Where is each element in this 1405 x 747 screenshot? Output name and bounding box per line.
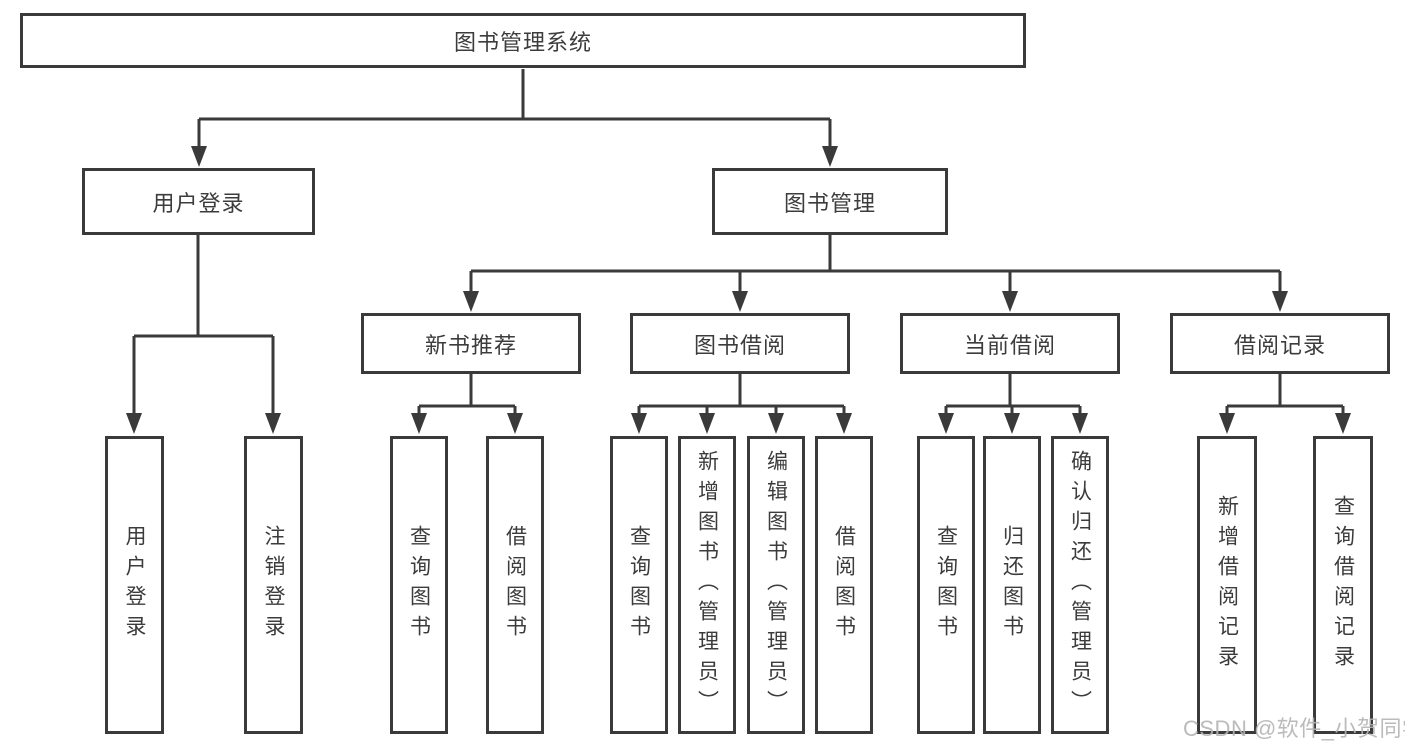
- node-current-borrow-label: 当前借阅: [963, 332, 1056, 358]
- leaf-newbooks-query-label: 查询图书: [407, 525, 431, 645]
- leaf-current-query-label: 查询图书: [934, 525, 958, 645]
- leaf-user-login-label: 用户登录: [123, 525, 146, 645]
- node-new-books-label: 新书推荐: [424, 332, 517, 358]
- leaf-borrow-query-label: 查询图书: [627, 525, 651, 645]
- leaf-records-add: 新增借阅记录: [1197, 436, 1257, 734]
- leaf-current-query: 查询图书: [917, 436, 975, 734]
- node-book-borrow: 图书借阅: [630, 313, 850, 374]
- csdn-watermark: CSDN @软件_小贺同学: [1183, 716, 1405, 741]
- leaf-logout-label: 注销登录: [262, 525, 285, 645]
- leaf-borrow-add-label: 新增图书（管理员）: [695, 450, 719, 720]
- leaf-borrow-add: 新增图书（管理员）: [678, 436, 736, 734]
- leaf-records-add-label: 新增借阅记录: [1215, 495, 1239, 675]
- node-user-login-label: 用户登录: [152, 190, 245, 216]
- node-root: 图书管理系统: [20, 13, 1026, 68]
- node-borrow-records: 借阅记录: [1170, 313, 1390, 374]
- leaf-newbooks-query: 查询图书: [390, 436, 448, 734]
- node-root-label: 图书管理系统: [453, 29, 592, 55]
- leaf-records-query: 查询借阅记录: [1313, 436, 1373, 734]
- leaf-records-query-label: 查询借阅记录: [1331, 495, 1355, 675]
- node-user-login: 用户登录: [82, 168, 315, 235]
- leaf-borrow-borrow: 借阅图书: [815, 436, 873, 734]
- leaf-borrow-query: 查询图书: [610, 436, 668, 734]
- leaf-current-confirm-label: 确认归还（管理员）: [1068, 450, 1092, 720]
- leaf-borrow-edit-label: 编辑图书（管理员）: [764, 450, 788, 720]
- leaf-logout: 注销登录: [244, 436, 303, 734]
- leaf-borrow-borrow-label: 借阅图书: [832, 525, 856, 645]
- node-borrow-records-label: 借阅记录: [1233, 332, 1326, 358]
- node-current-borrow: 当前借阅: [900, 313, 1120, 374]
- leaf-newbooks-borrow: 借阅图书: [486, 436, 544, 734]
- node-book-mgmt: 图书管理: [712, 168, 948, 235]
- leaf-current-return: 归还图书: [983, 436, 1041, 734]
- leaf-newbooks-borrow-label: 借阅图书: [503, 525, 527, 645]
- node-book-mgmt-label: 图书管理: [783, 190, 876, 216]
- leaf-borrow-edit: 编辑图书（管理员）: [747, 436, 805, 734]
- leaf-current-confirm: 确认归还（管理员）: [1051, 436, 1109, 734]
- leaf-user-login: 用户登录: [105, 436, 164, 734]
- leaf-current-return-label: 归还图书: [1000, 525, 1024, 645]
- node-book-borrow-label: 图书借阅: [693, 332, 786, 358]
- node-new-books: 新书推荐: [361, 313, 581, 374]
